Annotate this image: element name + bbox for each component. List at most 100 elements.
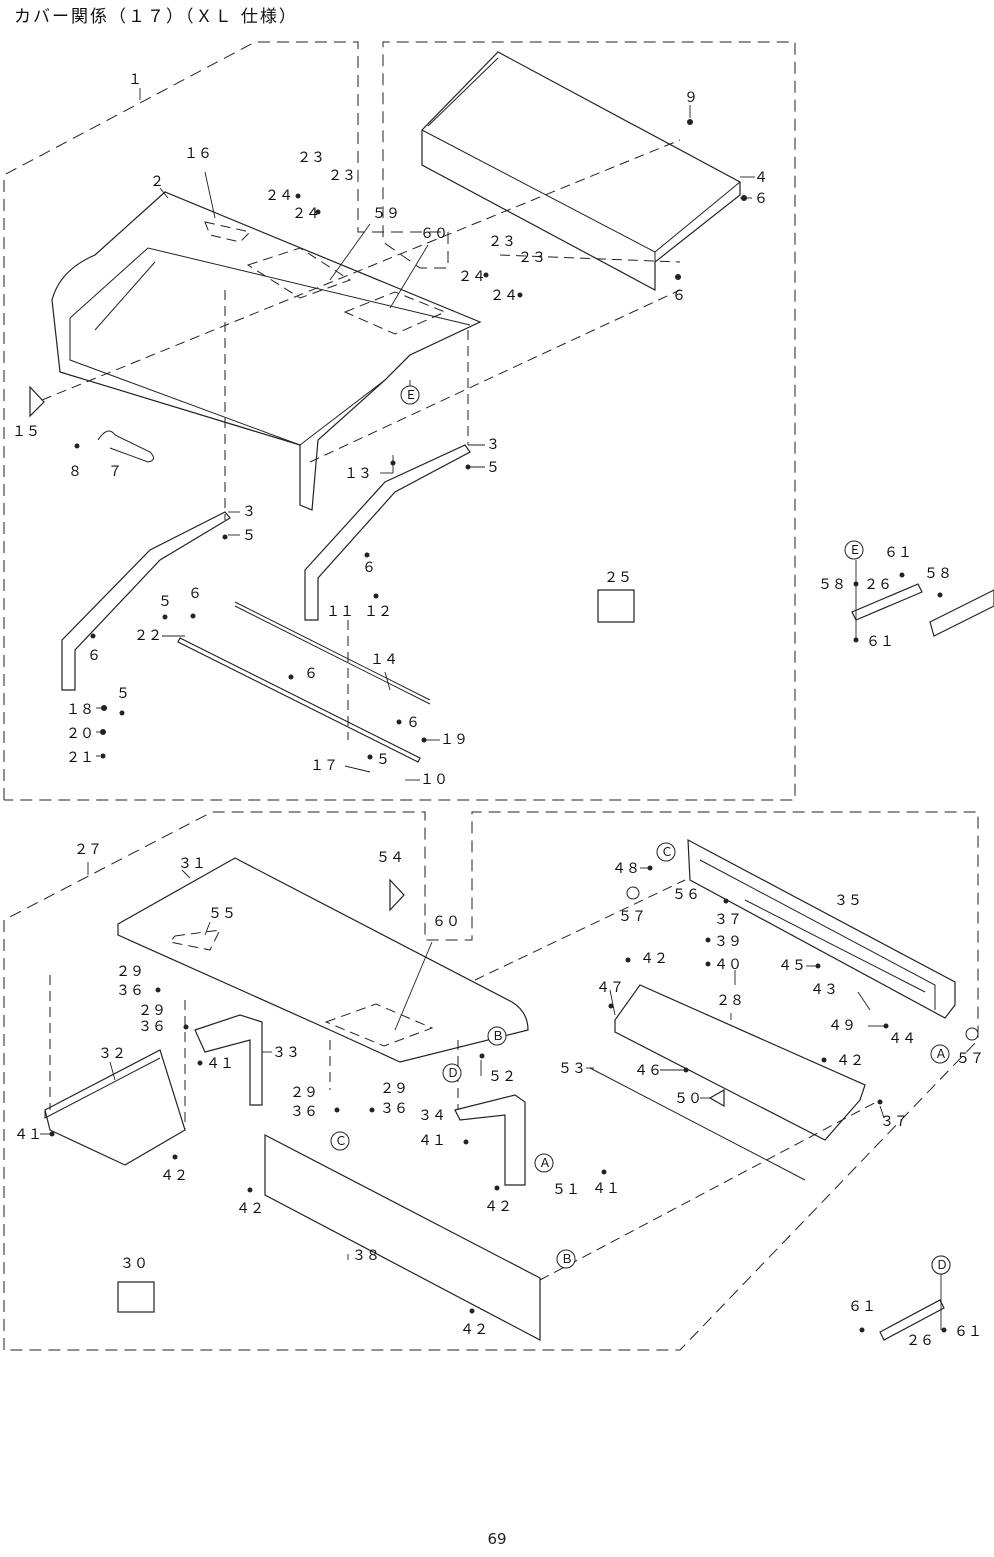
label: １９ <box>440 732 468 748</box>
label: ２８ <box>716 993 744 1009</box>
callout-letter: Ｂ <box>561 1252 573 1266</box>
handle <box>97 430 154 463</box>
washer <box>626 886 640 900</box>
label: ６ <box>87 648 101 664</box>
label: ２９ <box>116 964 144 980</box>
label: ５４ <box>376 850 404 866</box>
callout-letter: Ａ <box>935 1047 947 1061</box>
label: ２ <box>150 174 164 190</box>
label: １７ <box>310 758 338 774</box>
label: ５９ <box>372 206 400 222</box>
label: １３ <box>344 466 372 482</box>
label: ５２ <box>488 1069 516 1085</box>
reference-triangle-icon <box>29 385 45 418</box>
lower-rear-cover <box>687 838 956 1019</box>
label: ６ <box>754 191 768 207</box>
lower-plate <box>614 984 866 1141</box>
label: ３５ <box>834 893 862 909</box>
label: ４４ <box>888 1031 916 1047</box>
label: ２９ <box>380 1081 408 1097</box>
label: ４９ <box>828 1018 856 1034</box>
rods <box>177 601 431 763</box>
label: ３１ <box>178 856 206 872</box>
lower-brackets <box>194 1014 526 1186</box>
label: ５３ <box>558 1061 586 1077</box>
label: ２６ <box>906 1333 934 1349</box>
callout-letter: Ｃ <box>335 1134 347 1148</box>
rod-53 <box>589 1067 806 1181</box>
label: ４５ <box>778 958 806 974</box>
callout-letter: Ｄ <box>936 1258 948 1272</box>
label: ３６ <box>380 1101 408 1117</box>
label: ５８ <box>924 566 952 582</box>
label: １０ <box>420 772 448 788</box>
label: ２３ <box>328 168 356 184</box>
label: ４１ <box>418 1133 446 1149</box>
label: ３３ <box>272 1045 300 1061</box>
reference-triangle-icon <box>389 878 405 912</box>
projection-lines-bottom <box>49 879 881 1281</box>
label: ５７ <box>956 1051 984 1067</box>
label: ６ <box>672 288 686 304</box>
label: ２３ <box>297 150 325 166</box>
label: １２ <box>364 604 392 620</box>
label: ３２ <box>98 1046 126 1062</box>
labels-top: １ ２ １６ ２３ ２３ ２４ ２４ ５９ ６０ ２３ ２３ ２４ ２４ ９ ４… <box>12 72 768 788</box>
label: １５ <box>12 424 40 440</box>
label: ３７ <box>714 912 742 928</box>
label: ５ <box>158 594 172 610</box>
label-plate-30 <box>117 1281 155 1313</box>
callout-letter: Ｃ <box>661 845 673 859</box>
label: ３ <box>242 504 256 520</box>
label: ７ <box>108 464 122 480</box>
label: ４２ <box>484 1199 512 1215</box>
label: ４２ <box>236 1201 264 1217</box>
page-title: カバー関係（１７）（ＸＬ 仕様） <box>14 7 298 27</box>
label: ２６ <box>864 577 892 593</box>
label: ３６ <box>290 1104 318 1120</box>
label: ６ <box>362 560 376 576</box>
callout-letter: Ｅ <box>849 543 861 557</box>
projection-lines <box>41 139 681 740</box>
label: ４１ <box>592 1181 620 1197</box>
label: ４１ <box>14 1127 42 1143</box>
label: ２２ <box>134 628 162 644</box>
label: ５７ <box>618 909 646 925</box>
label: ２９ <box>290 1085 318 1101</box>
label: ２７ <box>74 842 102 858</box>
label: １６ <box>184 146 212 162</box>
label: ２３ <box>488 234 516 250</box>
label: １１ <box>326 604 354 620</box>
label: ２４ <box>265 188 293 204</box>
label: ６ <box>406 715 420 731</box>
label: ８ <box>68 464 82 480</box>
label: ２４ <box>292 206 320 222</box>
label: ２５ <box>604 570 632 586</box>
detail-d: Ｄ ６１ ２６ ６１ <box>848 1255 982 1349</box>
callout-letter: Ｅ <box>405 388 417 402</box>
label: ３６ <box>116 983 144 999</box>
label: ２９ <box>138 1003 166 1019</box>
label: ６１ <box>866 634 894 650</box>
label: ５１ <box>552 1182 580 1198</box>
label: ４１ <box>206 1056 234 1072</box>
label: ２３ <box>518 250 546 266</box>
label: ４７ <box>596 980 624 996</box>
label: ５０ <box>674 1091 702 1107</box>
label: ２０ <box>66 726 94 742</box>
label: ３６ <box>138 1019 166 1035</box>
bottom-assembly-frame <box>3 811 979 1351</box>
label: ６０ <box>432 914 460 930</box>
page-number: 69 <box>487 1530 507 1548</box>
label: ３０ <box>120 1256 148 1272</box>
label: ４０ <box>714 957 742 973</box>
label: ３９ <box>714 934 742 950</box>
label: ３ <box>486 437 500 453</box>
label: ４３ <box>810 982 838 998</box>
label: ４６ <box>634 1063 662 1079</box>
label: ４８ <box>612 861 640 877</box>
label: ５ <box>376 752 390 768</box>
label: ６１ <box>884 545 912 561</box>
callout-letter: Ｄ <box>447 1066 459 1080</box>
